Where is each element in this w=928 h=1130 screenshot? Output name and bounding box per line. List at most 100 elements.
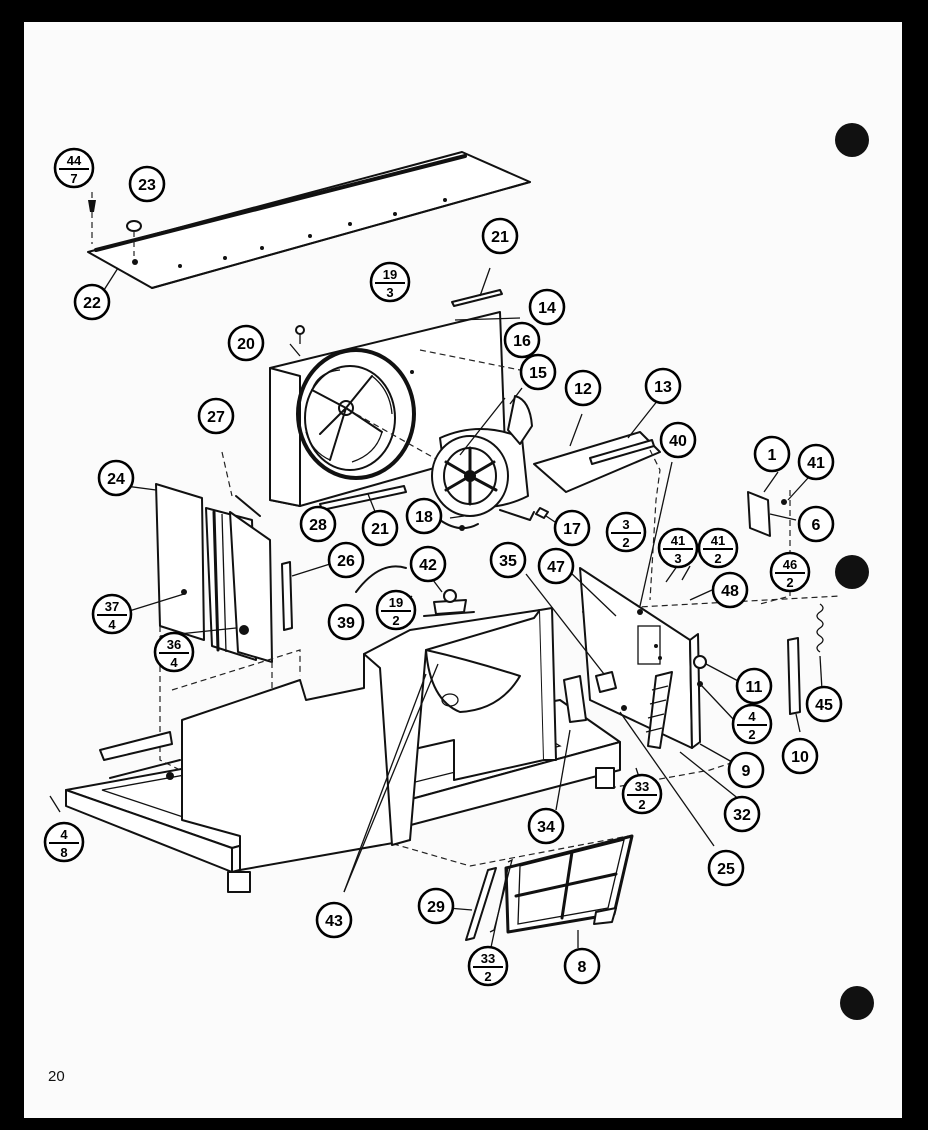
callout-number: 17 [563, 521, 581, 538]
callout-number: 15 [529, 365, 547, 382]
callout-number: 20 [237, 336, 255, 353]
callout-c14: 14 [528, 288, 566, 326]
callout-number: 46 [783, 557, 797, 572]
callout-number: 2 [714, 551, 721, 566]
callout-c9: 9 [727, 751, 765, 789]
callout-c8: 8 [563, 947, 601, 985]
callout-c42: 42 [409, 545, 447, 583]
callout-number: 2 [392, 613, 399, 628]
callout-c1: 1 [753, 435, 791, 473]
binder-hole [835, 123, 869, 157]
callout-c17: 17 [553, 509, 591, 547]
callout-c44-7: 447 [53, 147, 95, 189]
top-cover-part [87, 151, 531, 289]
callout-number: 39 [337, 615, 355, 632]
filter-bar-part [465, 858, 513, 941]
callout-number: 13 [654, 379, 672, 396]
callout-c41a: 41 [797, 443, 835, 481]
callout-c40: 40 [659, 421, 697, 459]
callout-number: 29 [427, 899, 445, 916]
callout-number: 41 [671, 533, 685, 548]
callout-number: 45 [815, 697, 833, 714]
callout-c39: 39 [327, 603, 365, 641]
callout-c3-2: 32 [605, 511, 647, 553]
gasket-part [205, 507, 273, 663]
callout-number: 33 [635, 779, 649, 794]
callout-number: 36 [167, 637, 181, 652]
binder-hole [840, 986, 874, 1020]
callout-number: 24 [107, 471, 125, 488]
callout-number: 41 [711, 533, 725, 548]
callout-number: 32 [733, 807, 751, 824]
callout-number: 3 [386, 285, 393, 300]
bracket-part [451, 267, 503, 307]
control-panel-part [563, 567, 707, 749]
callout-number: 2 [638, 797, 645, 812]
callout-c13: 13 [644, 367, 682, 405]
callout-number: 43 [325, 913, 343, 930]
callout-c35: 35 [489, 541, 527, 579]
callout-number: 37 [105, 599, 119, 614]
callout-c46-2: 462 [769, 551, 811, 593]
callout-number: 11 [746, 679, 763, 696]
callout-c41-3: 413 [657, 527, 699, 569]
callout-number: 47 [547, 559, 565, 576]
callout-c24: 24 [97, 459, 135, 497]
callout-c34: 34 [527, 807, 565, 845]
bracket-part [533, 431, 661, 493]
callout-number: 21 [371, 521, 389, 538]
callout-number: 9 [742, 763, 751, 780]
partition-part [166, 607, 557, 871]
callout-c21b: 21 [361, 509, 399, 547]
callout-c10: 10 [781, 737, 819, 775]
callout-number: 12 [574, 381, 592, 398]
callout-number: 8 [578, 959, 587, 976]
callout-c36-4: 364 [153, 631, 195, 673]
channel-part [281, 561, 293, 631]
callout-c20: 20 [227, 324, 265, 362]
binder-hole [835, 555, 869, 589]
side-panel-part [155, 483, 205, 641]
callout-number: 41 [807, 455, 825, 472]
callout-c28: 28 [299, 505, 337, 543]
callout-number: 22 [83, 295, 101, 312]
callout-number: 4 [748, 709, 756, 724]
callout-number: 1 [768, 447, 777, 464]
callout-number: 6 [812, 517, 821, 534]
switch-bracket-part [747, 491, 787, 537]
callout-c6: 6 [797, 505, 835, 543]
callout-number: 2 [622, 535, 629, 550]
callout-number: 4 [108, 617, 116, 632]
screw-part [88, 192, 96, 244]
callout-c16: 16 [503, 321, 541, 359]
callout-number: 19 [389, 595, 403, 610]
callout-number: 7 [70, 171, 77, 186]
callout-c37-4: 374 [91, 593, 133, 635]
callout-number: 4 [170, 655, 178, 670]
callout-c12: 12 [564, 369, 602, 407]
callout-number: 14 [538, 300, 556, 317]
callout-c15: 15 [519, 353, 557, 391]
callout-number: 23 [138, 177, 156, 194]
exploded-parts-diagram: 4472322211931420161512132740141241817282… [43, 123, 874, 1020]
callout-number: 21 [491, 229, 509, 246]
valve-part [423, 589, 475, 617]
callout-c33-2a: 332 [621, 773, 663, 815]
callout-number: 25 [717, 861, 735, 878]
callout-number: 10 [791, 749, 809, 766]
screw-part [535, 507, 549, 519]
callout-c48: 48 [711, 571, 749, 609]
tube-part [355, 565, 407, 593]
callout-number: 4 [60, 827, 68, 842]
callout-c32: 32 [723, 795, 761, 833]
callout-number: 35 [499, 553, 517, 570]
callout-c41-2: 412 [697, 527, 739, 569]
callout-number: 33 [481, 951, 495, 966]
page-number: 20 [48, 1068, 65, 1085]
callout-c21a: 21 [481, 217, 519, 255]
callout-c19-2: 192 [375, 589, 417, 631]
callout-number: 34 [537, 819, 555, 836]
spring-part [816, 603, 824, 653]
callout-number: 3 [622, 517, 629, 532]
